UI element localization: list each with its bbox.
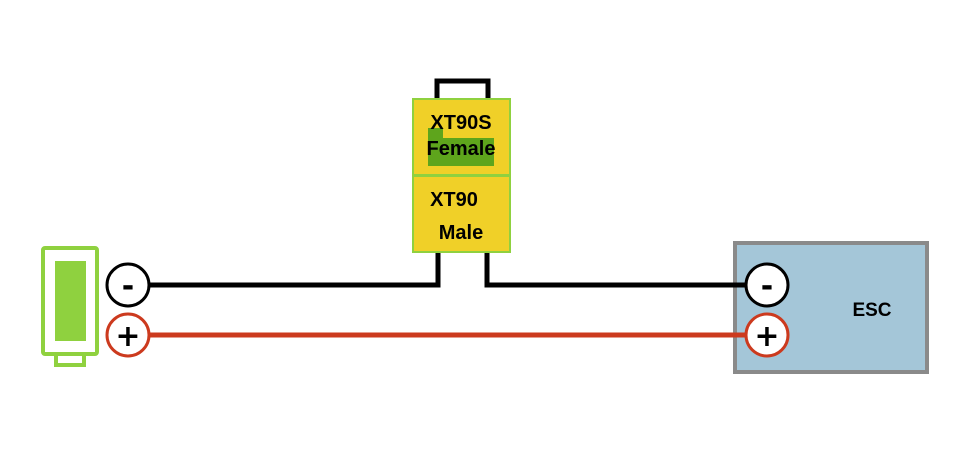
battery-plus-symbol: +	[115, 319, 140, 354]
battery-plus-terminal-icon: +	[105, 312, 151, 358]
female-label-line1: XT90S	[430, 112, 491, 134]
battery-icon	[41, 246, 99, 367]
battery-charge-fill	[55, 261, 86, 341]
esc-label: ESC	[852, 300, 891, 321]
negative-wire-battery-side	[150, 252, 441, 288]
esc-plus-terminal-icon: +	[744, 312, 790, 358]
male-label-line2: Male	[439, 222, 483, 244]
esc-minus-symbol: -	[761, 269, 773, 304]
battery-minus-terminal-icon: -	[105, 262, 151, 308]
battery-tab	[54, 352, 86, 367]
connector-loop	[434, 78, 491, 99]
male-label-line1: XT90	[430, 189, 478, 211]
esc-plus-symbol: +	[754, 319, 779, 354]
xt90s-female-connector: XT90S Female	[412, 98, 511, 176]
male-connector-body	[412, 175, 511, 253]
female-connector-inner	[428, 128, 494, 166]
female-label-line2: Female	[427, 138, 496, 160]
xt90-male-connector: XT90 Male	[412, 175, 511, 253]
battery-minus-symbol: -	[122, 269, 134, 304]
esc-minus-terminal-icon: -	[744, 262, 790, 308]
negative-wire-esc-side	[484, 252, 745, 288]
